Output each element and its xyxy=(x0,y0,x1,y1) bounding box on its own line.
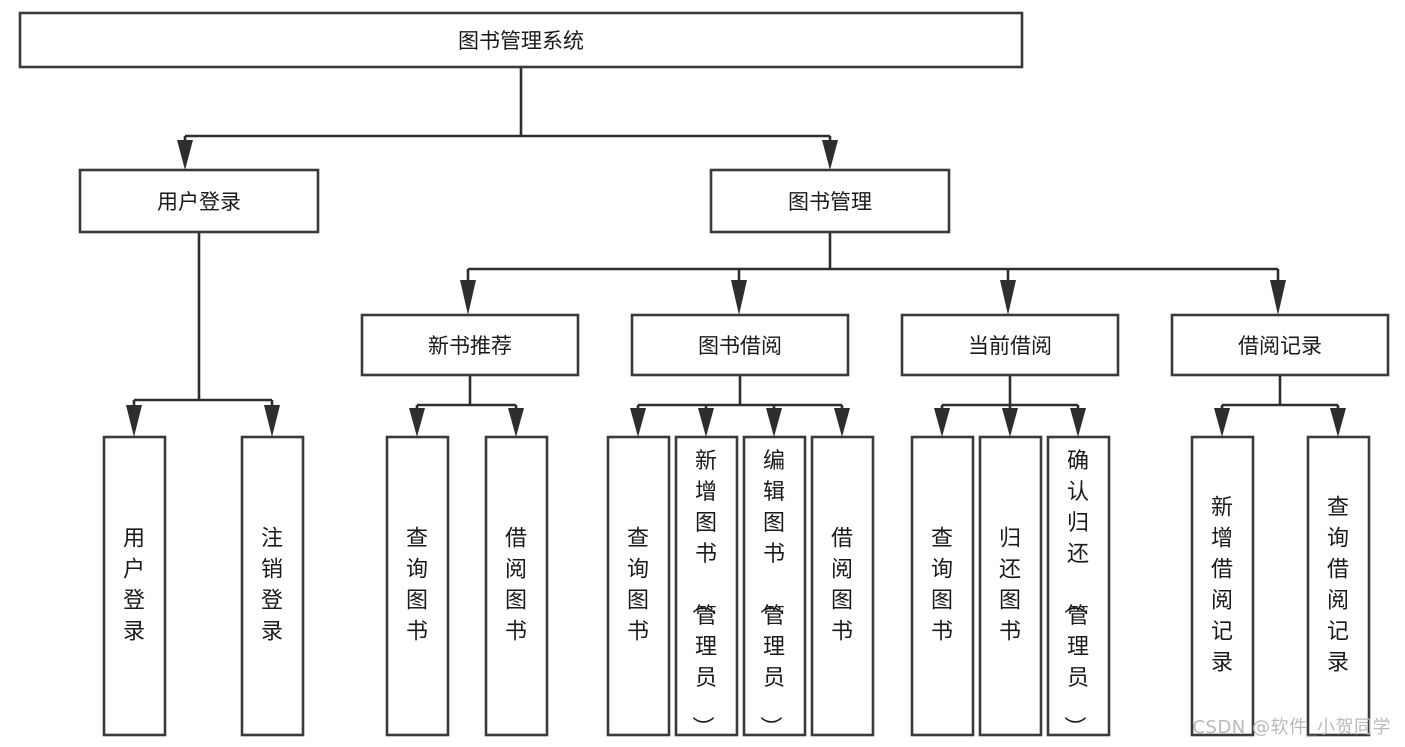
leaf-box[interactable] xyxy=(742,435,807,737)
arrow-recommend-leaf2 xyxy=(508,408,524,437)
arrow-root-to-bookmgmt xyxy=(822,140,838,170)
leaf-current-borrow-3[interactable]: 确认归还（管理员） xyxy=(1046,435,1111,738)
node-book-management[interactable]: 图书管理 xyxy=(709,168,951,234)
root-label: 图书管理系统 xyxy=(458,29,584,53)
arrow-current-leaf1 xyxy=(934,408,950,437)
leaf-label: 借阅图书 xyxy=(831,527,853,645)
book-management-box[interactable] xyxy=(709,168,951,234)
node-root-book-management-system[interactable]: 图书管理系统 xyxy=(18,11,1024,69)
arrow-recommend-leaf1 xyxy=(409,408,425,437)
arrow-login-to-leaf1 xyxy=(126,405,142,437)
leaf-label: 查询借阅记录 xyxy=(1327,496,1349,676)
book-borrow-box[interactable] xyxy=(630,313,850,377)
root-box[interactable] xyxy=(18,11,1024,69)
leaf-label: 借阅图书 xyxy=(505,527,527,645)
leaf-label: 新增借阅记录 xyxy=(1211,496,1233,676)
new-book-recommend-box[interactable] xyxy=(360,313,580,377)
arrow-borrow-leaf2 xyxy=(698,408,714,437)
arrow-record-leaf2 xyxy=(1330,408,1346,437)
leaf-new-book-recommend-1[interactable]: 查询图书 xyxy=(385,435,450,737)
node-user-login[interactable]: 用户登录 xyxy=(78,168,320,234)
leaf-box[interactable] xyxy=(606,435,671,737)
leaf-label: 确认归还（管理员） xyxy=(1061,449,1089,738)
book-management-label: 图书管理 xyxy=(788,190,872,214)
leaf-box[interactable] xyxy=(1190,435,1255,737)
arrow-borrow-leaf4 xyxy=(834,408,850,437)
leaf-label: 新增图书（管理员） xyxy=(689,449,717,738)
leaf-label: 查询图书 xyxy=(931,527,953,645)
leaf-label: 归还图书 xyxy=(999,527,1021,645)
leaf-label: 用户登录 xyxy=(123,527,145,645)
leaf-user-login-2[interactable]: 注销登录 xyxy=(240,435,305,737)
new-book-recommend-label: 新书推荐 xyxy=(428,334,512,358)
node-borrow-record[interactable]: 借阅记录 xyxy=(1170,313,1390,377)
leaf-label: 注销登录 xyxy=(261,527,283,645)
leaf-box[interactable] xyxy=(810,435,875,737)
arrow-bookmgmt-to-borrow xyxy=(731,280,747,315)
leaf-user-login-1[interactable]: 用户登录 xyxy=(102,435,167,737)
leaf-book-borrow-2[interactable]: 新增图书（管理员） xyxy=(674,435,739,738)
arrow-current-leaf2 xyxy=(1002,408,1018,437)
leaf-book-borrow-4[interactable]: 借阅图书 xyxy=(810,435,875,737)
leaf-book-borrow-1[interactable]: 查询图书 xyxy=(606,435,671,737)
arrow-borrow-leaf3 xyxy=(766,408,782,437)
user-login-box[interactable] xyxy=(78,168,320,234)
current-borrow-box[interactable] xyxy=(900,313,1120,377)
leaf-box[interactable] xyxy=(385,435,450,737)
arrow-bookmgmt-to-record xyxy=(1270,280,1286,315)
leaf-box[interactable] xyxy=(240,435,305,737)
arrow-bookmgmt-to-recommend xyxy=(460,280,476,315)
leaf-box[interactable] xyxy=(674,435,739,737)
node-current-borrow[interactable]: 当前借阅 xyxy=(900,313,1120,377)
leaf-book-borrow-3[interactable]: 编辑图书（管理员） xyxy=(742,435,807,738)
edges-layer xyxy=(126,67,1346,437)
leaf-box[interactable] xyxy=(1306,435,1371,737)
leaf-box[interactable] xyxy=(910,435,975,737)
leaf-borrow-record-2[interactable]: 查询借阅记录 xyxy=(1306,435,1371,737)
leaf-label: 编辑图书（管理员） xyxy=(757,449,785,738)
leaf-current-borrow-1[interactable]: 查询图书 xyxy=(910,435,975,737)
leaf-borrow-record-1[interactable]: 新增借阅记录 xyxy=(1190,435,1255,737)
user-login-label: 用户登录 xyxy=(157,190,241,214)
leaf-label: 查询图书 xyxy=(406,527,428,645)
leaf-box[interactable] xyxy=(102,435,167,737)
borrow-record-label: 借阅记录 xyxy=(1238,334,1322,358)
arrow-current-leaf3 xyxy=(1070,408,1086,437)
arrow-bookmgmt-to-current xyxy=(1000,280,1016,315)
leaf-label: 查询图书 xyxy=(627,527,649,645)
leaf-box[interactable] xyxy=(1046,435,1111,737)
leaf-current-borrow-2[interactable]: 归还图书 xyxy=(978,435,1043,737)
node-new-book-recommend[interactable]: 新书推荐 xyxy=(360,313,580,377)
arrow-root-to-login xyxy=(177,140,193,170)
leaf-new-book-recommend-2[interactable]: 借阅图书 xyxy=(484,435,549,737)
current-borrow-label: 当前借阅 xyxy=(968,334,1052,358)
leaf-box[interactable] xyxy=(978,435,1043,737)
book-borrow-label: 图书借阅 xyxy=(698,334,782,358)
leaf-box[interactable] xyxy=(484,435,549,737)
borrow-record-box[interactable] xyxy=(1170,313,1390,377)
node-book-borrow[interactable]: 图书借阅 xyxy=(630,313,850,377)
arrow-borrow-leaf1 xyxy=(630,408,646,437)
arrow-record-leaf1 xyxy=(1214,408,1230,437)
arrow-login-to-leaf2 xyxy=(264,405,280,437)
